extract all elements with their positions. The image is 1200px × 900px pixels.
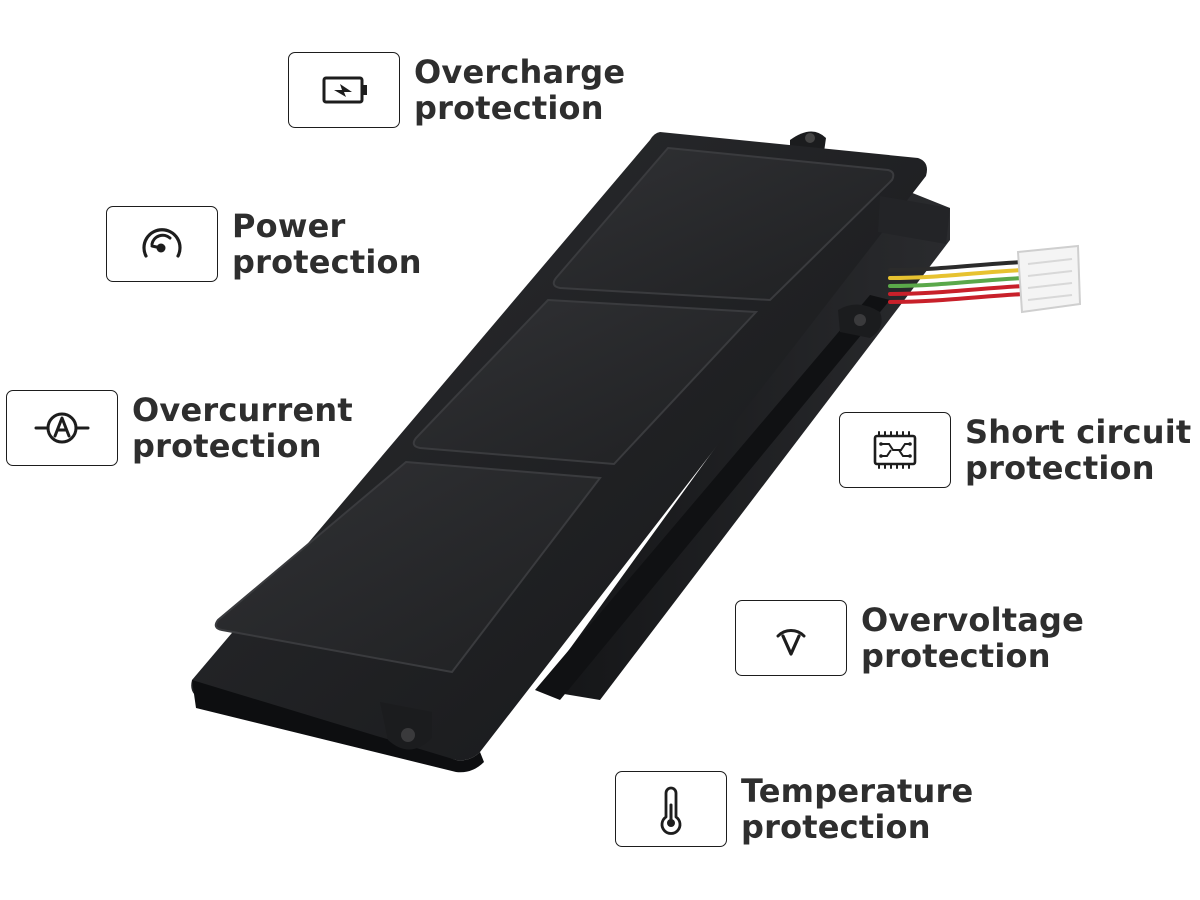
circuit-board-icon: [873, 431, 917, 469]
temperature-label-line2: protection: [741, 808, 931, 846]
temperature-label-line1: Temperature: [741, 772, 974, 810]
battery-connector-plug: [1016, 244, 1082, 314]
overcharge-icon-box: [288, 52, 400, 128]
short-circuit-icon-box: [839, 412, 951, 488]
short-circuit-label-line1: Short circuit: [965, 413, 1192, 451]
gauge-icon: [142, 228, 182, 258]
temperature-label: Temperature protection: [741, 773, 973, 845]
overvoltage-label-line2: protection: [861, 637, 1051, 675]
overcurrent-label-line2: protection: [132, 427, 322, 465]
feature-overvoltage: Overvoltage protection: [735, 600, 1084, 676]
short-circuit-label-line2: protection: [965, 449, 1155, 487]
overvoltage-icon-box: [735, 600, 847, 676]
battery-cell-panel-top: [552, 146, 895, 302]
feature-power: Power protection: [106, 206, 422, 282]
short-circuit-label: Short circuit protection: [965, 414, 1191, 486]
overcharge-label-line2: protection: [414, 89, 604, 127]
overcurrent-label-line1: Overcurrent: [132, 391, 353, 429]
power-label-line1: Power: [232, 207, 346, 245]
overcurrent-label: Overcurrent protection: [132, 392, 353, 464]
feature-short-circuit: Short circuit protection: [839, 412, 1191, 488]
overvoltage-label: Overvoltage protection: [861, 602, 1084, 674]
power-icon-box: [106, 206, 218, 282]
overcharge-label-line1: Overcharge: [414, 53, 626, 91]
battery-charge-icon: [322, 76, 367, 104]
feature-overcurrent: Overcurrent protection: [6, 390, 353, 466]
feature-overcharge: Overcharge protection: [288, 52, 625, 128]
overcharge-label: Overcharge protection: [414, 54, 625, 126]
power-label: Power protection: [232, 208, 422, 280]
overvoltage-label-line1: Overvoltage: [861, 601, 1085, 639]
ammeter-icon: [34, 412, 90, 444]
battery-cell-panel-bottom: [214, 460, 602, 674]
feature-temperature: Temperature protection: [615, 771, 973, 847]
overcurrent-icon-box: [6, 390, 118, 466]
battery-cable: [888, 260, 1026, 304]
battery-cell-panel-middle: [412, 298, 759, 466]
temperature-icon-box: [615, 771, 727, 847]
power-label-line2: protection: [232, 243, 422, 281]
voltage-icon: [776, 629, 806, 656]
thermometer-icon: [660, 786, 682, 835]
